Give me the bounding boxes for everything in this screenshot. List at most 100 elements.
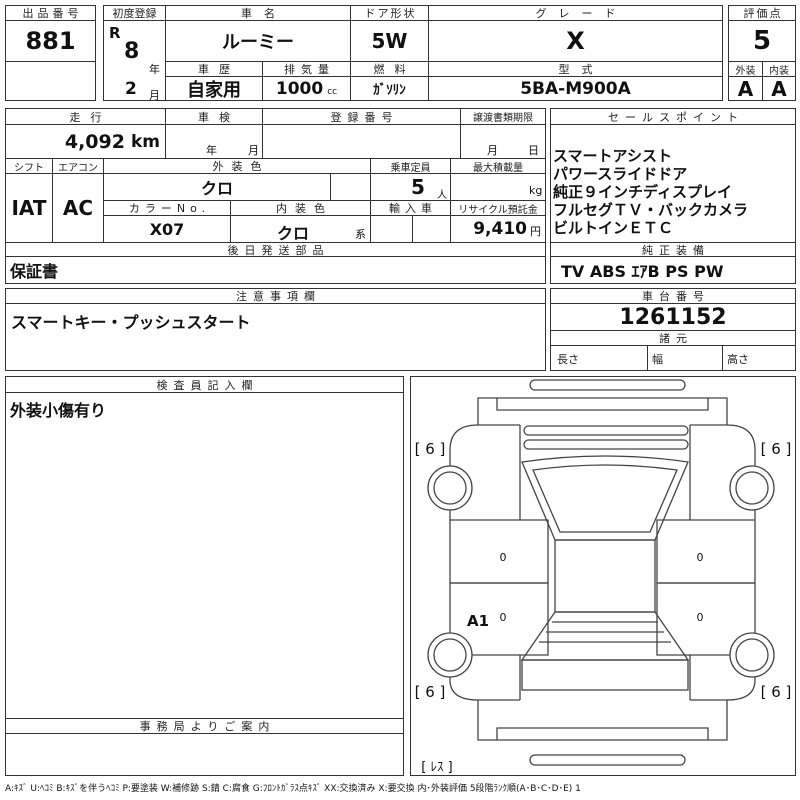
sales-points-list: スマートアシスト パワースライドドア 純正９インチディスプレイ フルセグＴＶ・バ… [550,124,796,243]
capacity-header: 乗車定員 [370,158,451,174]
mileage-header: 走行 [5,108,166,125]
spare-tire-label: [ ﾚｽ ] [421,760,452,775]
rear-right-tire [729,632,775,678]
aircon-header: エアコン [52,158,104,174]
model-code-header: 型式 [428,61,723,77]
interior-color-cell: クロ 系 [230,215,371,243]
capacity-cell: 5 人 [370,173,451,201]
exterior-color-header: 外装色 [103,158,371,174]
legend: A:ｷｽﾞ U:ﾍｺﾐ B:ｷｽﾞを伴うﾍｺﾐ P:要塗装 W:補修跡 S:錆 … [5,784,581,794]
exterior-color: クロ [103,173,331,201]
standard-equipment: TV ABS ｴｱB PS PW [550,256,796,284]
mileage-unit: km [130,131,160,152]
tread-front-right: [ 6 ] [761,440,792,458]
sales-point-item: スマートアシスト [553,147,672,165]
first-registration-month-unit: 月 [149,89,160,101]
rear-bumper-bar [529,754,686,766]
history-header: 車歴 [165,61,263,77]
rear-window [520,611,690,661]
interior-grade: A [762,76,796,101]
lot-number-blank [5,61,96,101]
left-rear-door [450,582,549,656]
capacity-unit: 人 [437,190,447,201]
grade-header: グレード [428,5,723,21]
inspection-month-unit: 月 [248,144,259,157]
rear-bumper-inner [496,727,709,740]
inspection-year-unit: 年 [206,144,217,157]
tread-front-left: [ 6 ] [415,440,446,458]
max-load-cell: kg [450,173,546,201]
inspection-header: 車検 [165,108,263,125]
history: 自家用 [165,76,263,101]
damage-mark: 0 [697,611,704,624]
chassis-number-header: 車台番号 [550,288,796,304]
notes: スマートキー・プッシュスタート [5,303,546,371]
sales-points-header: セールスポイント [550,108,796,125]
later-parts-header: 後日発送部品 [5,242,546,257]
hood-strip-lower [523,439,689,450]
notes-header: 注意事項欄 [5,288,546,304]
interior-color-header: 内装色 [230,200,371,216]
displacement-cell: 1000 cc [262,76,351,101]
standard-equipment-header: 純正装備 [550,242,796,257]
windshield-inner [532,464,678,533]
score-header: 評価点 [728,5,796,21]
displacement-unit: cc [327,87,338,97]
color-number: X07 [103,215,231,243]
front-bumper-inner [496,398,709,411]
interior-grade-header: 内装 [762,61,796,77]
recycle-deposit-header: リサイクル預託金 [450,200,546,216]
specs-header: 諸元 [550,330,796,346]
model-code: 5BA-M900A [428,76,723,101]
chassis-number: 1261152 [550,303,796,331]
shift: IAT [5,173,53,243]
right-rear-door [656,582,755,656]
mileage-value: 4,092 [64,130,125,153]
interior-color-value: クロ [277,224,310,243]
max-load-unit: kg [529,184,543,197]
rear-bumper [477,700,728,741]
shift-header: シフト [5,158,53,174]
door-type: 5W [350,20,429,62]
front-right-tire [729,465,775,511]
displacement-value: 1000 [275,78,324,99]
transfer-deadline-day-unit: 日 [528,144,539,157]
max-load-header: 最大積載量 [450,158,546,174]
lot-number-header: 出品番号 [5,5,96,21]
sales-point-item: パワースライドドア [553,165,688,183]
recycle-deposit-value: 9,410 [473,219,527,239]
front-bumper-bar [529,379,686,391]
first-registration-box: R 8 年 2 月 [103,20,166,101]
transfer-deadline-cell: 月 日 [460,124,546,159]
sales-point-item: ビルトインＥＴＣ [553,219,674,237]
tread-rear-left: [ 6 ] [415,683,446,701]
damage-mark: 0 [697,551,704,564]
score: 5 [728,20,796,62]
tread-rear-right: [ 6 ] [761,683,792,701]
recycle-deposit-unit: 円 [530,225,541,238]
left-body-outline [449,424,520,701]
first-registration-month: 2 [125,79,137,99]
imported-cell-left [370,215,413,243]
car-name-header: 車名 [165,5,351,21]
fuel-header: 燃料 [350,61,429,77]
imported-header: 輸入車 [370,200,451,216]
transfer-deadline-month-unit: 月 [487,144,498,157]
aircon: AC [52,173,104,243]
color-number-header: カラーNo. [103,200,231,216]
recycle-deposit-cell: 9,410 円 [450,215,546,243]
damage-mark: 0 [500,611,507,624]
exterior-color-extra-cell [330,173,371,201]
grade: X [428,20,723,62]
capacity-value: 5 [411,175,425,199]
transfer-deadline-header: 譲渡書類期限 [460,108,546,125]
spec-height: 高さ [722,345,796,371]
lot-number: 881 [5,20,96,62]
imported-cell-right [412,215,451,243]
roof [554,539,656,613]
right-front-door [656,519,755,584]
inspection-cell: 年 月 [165,124,263,159]
first-registration-header: 初度登録 [103,5,166,21]
sales-point-item: 純正９インチディスプレイ [553,183,732,201]
registration-number-header: 登録番号 [262,108,461,125]
